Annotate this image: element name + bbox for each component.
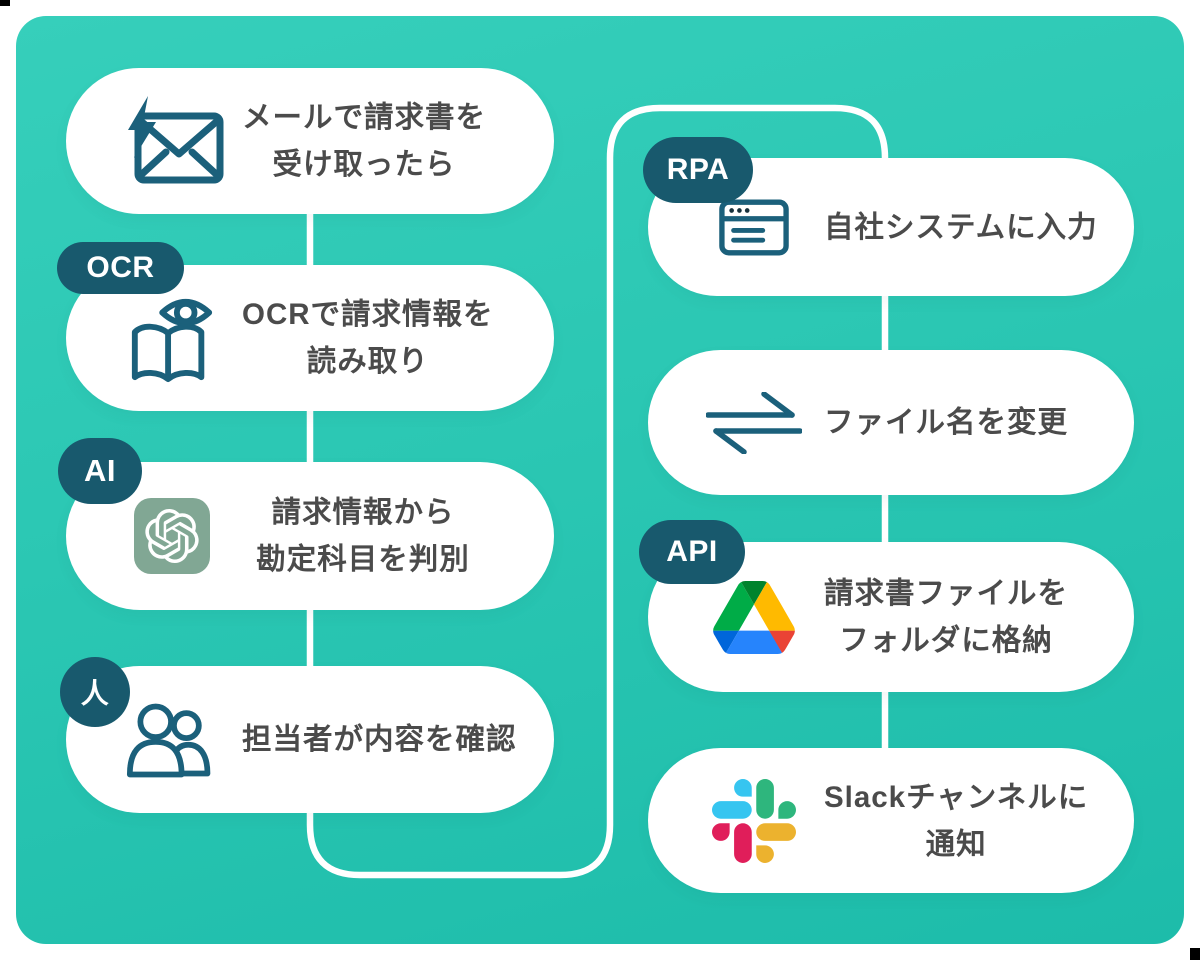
step-label-line1: Slackチャンネルに [824, 780, 1089, 814]
step-label-line2: 勘定科目を判別 [256, 543, 470, 576]
step-label-line2: 受け取ったら [272, 148, 456, 181]
corner-artifact-mark [1190, 948, 1200, 960]
corner-artifact-mark [0, 0, 10, 6]
step-label-line1: 自社システムに入力 [824, 210, 1098, 244]
step-label-line2: 通知 [925, 827, 987, 861]
step-label-line1: ファイル名を変更 [824, 406, 1069, 439]
mail-bolt-icon [102, 96, 242, 186]
step-rename-file: ファイル名を変更 [648, 350, 1134, 495]
google-drive-icon [684, 580, 824, 654]
step-label-line1: OCRで請求情報を [242, 298, 494, 331]
step-label-line1: 請求情報から [271, 496, 455, 529]
step-slack-notify: Slackチャンネルに 通知 [648, 748, 1134, 893]
badge-api: API [639, 520, 745, 584]
badge-ai: AI [58, 438, 142, 504]
swap-arrows-icon [684, 391, 824, 454]
step-ocr-read: OCRで請求情報を 読み取り [66, 265, 554, 411]
step-ai-classify: 請求情報から 勘定科目を判別 [66, 462, 554, 610]
ocr-book-eye-icon [102, 289, 242, 387]
step-api-store-drive: 請求書ファイルを フォルダに格納 [648, 542, 1134, 692]
openai-logo-icon [102, 498, 242, 574]
connector-human-rpa-loop [306, 104, 889, 879]
step-label-line2: 読み取り [306, 345, 429, 378]
slack-icon [684, 778, 824, 863]
step-email-received: メールで請求書を 受け取ったら [66, 68, 554, 214]
badge-human: 人 [60, 657, 130, 727]
step-label-line1: 担当者が内容を確認 [242, 723, 517, 756]
badge-rpa: RPA [643, 137, 753, 203]
badge-ocr: OCR [57, 242, 184, 294]
step-human-review: 担当者が内容を確認 [66, 666, 554, 813]
step-label-line2: フォルダに格納 [839, 624, 1053, 657]
browser-window-icon [684, 199, 824, 256]
people-icon [102, 699, 242, 781]
step-label-line1: 請求書ファイルを [824, 577, 1069, 610]
step-label-line1: メールで請求書を [242, 101, 487, 134]
